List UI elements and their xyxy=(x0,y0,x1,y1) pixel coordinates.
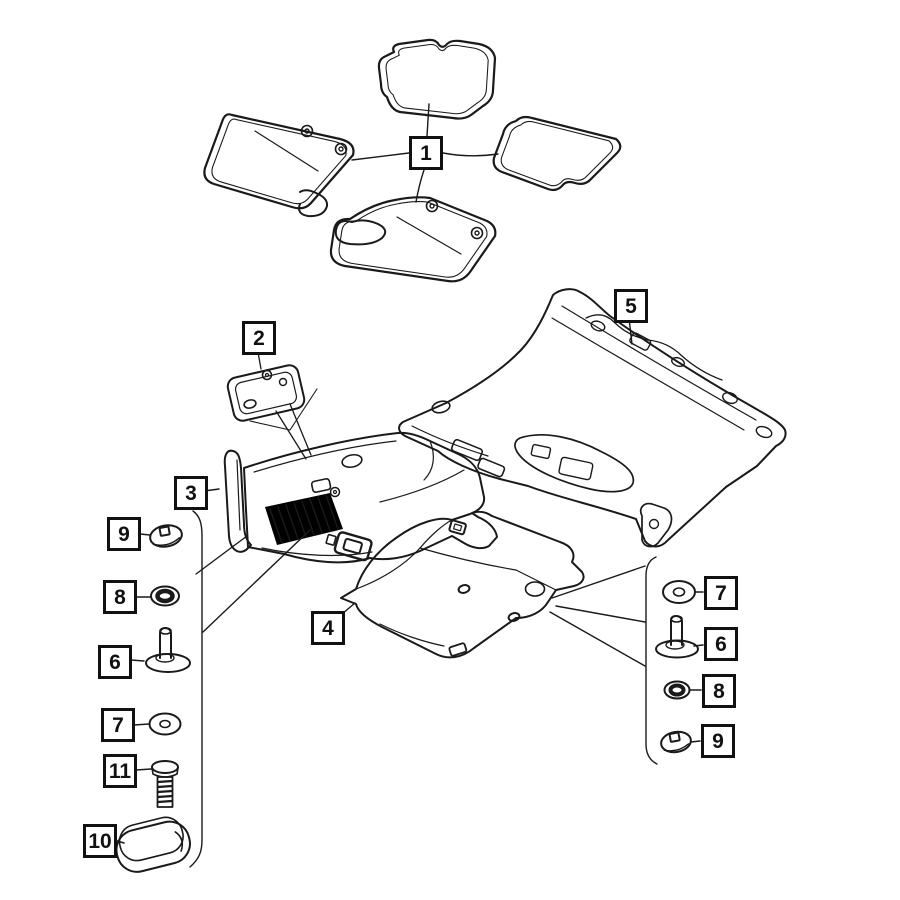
floor-mat-front-left xyxy=(203,113,355,218)
callout-9-left[interactable]: 9 xyxy=(107,517,141,551)
callout-10-left[interactable]: 10 xyxy=(83,824,117,858)
callout-5-rear-carpet[interactable]: 5 xyxy=(614,289,648,323)
grommet-nut-icon xyxy=(135,585,180,607)
grommet-nut-icon xyxy=(663,680,702,700)
leader-lines-mat-set xyxy=(351,103,499,203)
callout-11-left[interactable]: 11 xyxy=(103,754,137,788)
footrest-pad-drawing xyxy=(226,351,318,460)
callout-4-lower-carpet[interactable]: 4 xyxy=(311,611,345,645)
callout-9-right[interactable]: 9 xyxy=(701,724,735,758)
left-bracket xyxy=(189,510,311,868)
floor-mat-front-right xyxy=(329,196,497,283)
callout-1-mat-set[interactable]: 1 xyxy=(409,136,443,170)
retainer-clip-icon xyxy=(139,524,183,548)
carpet-clip-detail xyxy=(448,642,468,657)
hatched-pad xyxy=(265,493,343,545)
front-carpet-drawing xyxy=(203,431,498,564)
right-bracket xyxy=(549,556,658,765)
stud-fastener-icon xyxy=(655,615,704,659)
buckle-detail xyxy=(325,531,373,562)
screw-icon xyxy=(135,760,179,808)
rail-clip-detail xyxy=(448,519,467,536)
cover-plug-icon xyxy=(115,816,191,873)
floor-mat-rear-left xyxy=(377,38,497,120)
callout-7-left[interactable]: 7 xyxy=(101,708,135,742)
lower-carpet-drawing xyxy=(340,510,585,659)
callout-8-left[interactable]: 8 xyxy=(103,580,137,614)
callout-8-right[interactable]: 8 xyxy=(702,674,736,708)
floor-mat-rear-right xyxy=(492,115,622,192)
callout-6-left[interactable]: 6 xyxy=(98,645,132,679)
rear-carpet-drawing xyxy=(398,288,787,548)
callout-3-front-carpet[interactable]: 3 xyxy=(174,476,208,510)
washer-icon xyxy=(662,580,704,604)
floor-mat-set-drawing xyxy=(203,38,622,283)
stud-fastener-icon xyxy=(130,627,191,673)
callout-7-right[interactable]: 7 xyxy=(704,576,738,610)
washer-icon xyxy=(133,712,182,736)
retainer-clip-icon xyxy=(660,730,701,754)
callout-2-footrest-pad[interactable]: 2 xyxy=(242,321,276,355)
callout-6-right[interactable]: 6 xyxy=(704,627,738,661)
